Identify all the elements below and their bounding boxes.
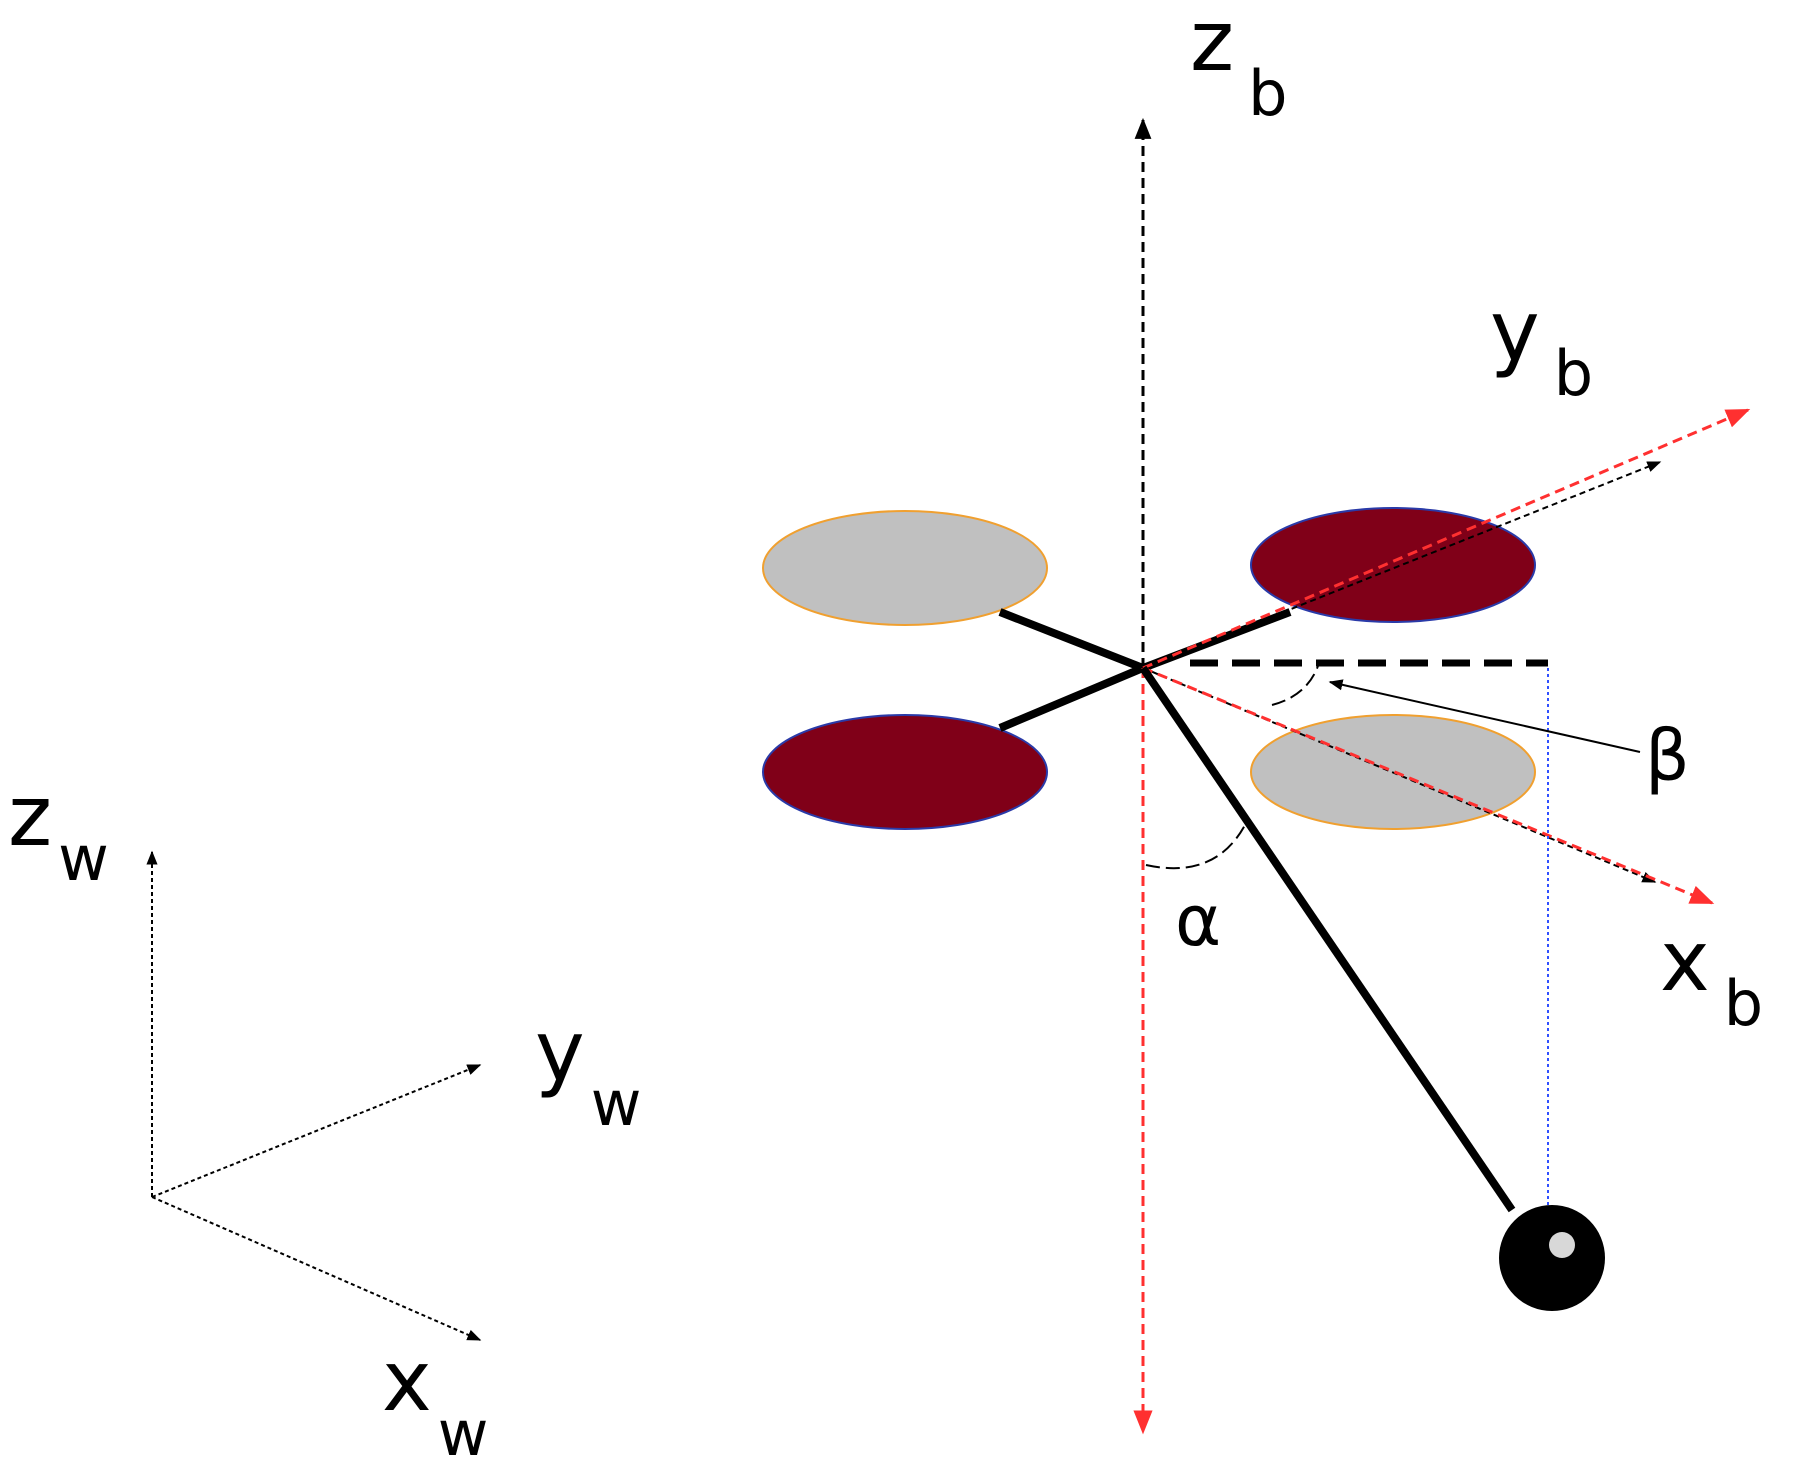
arm-rear-left bbox=[998, 608, 1145, 672]
payload-highlight bbox=[1549, 1232, 1575, 1258]
beta-label: β bbox=[1645, 715, 1690, 797]
world-z-label: zw bbox=[8, 767, 109, 895]
body-x-axis-red bbox=[1142, 666, 1715, 905]
arm-front-left bbox=[998, 664, 1145, 732]
alpha-arc bbox=[1145, 824, 1246, 870]
payload bbox=[1499, 1205, 1605, 1311]
body-y-axis-black bbox=[1142, 461, 1662, 669]
world-x-axis bbox=[151, 1196, 482, 1341]
body-x-axis-black bbox=[1142, 667, 1657, 883]
alpha-label: α bbox=[1175, 880, 1221, 962]
rotor-rear-left bbox=[762, 510, 1048, 626]
arm-front-right bbox=[1141, 608, 1292, 672]
cable bbox=[1139, 665, 1516, 1213]
world-x-label: xw bbox=[382, 1332, 488, 1468]
body-y-axis-red bbox=[1142, 408, 1751, 670]
body-z-label: zb bbox=[1190, 0, 1287, 130]
world-y-axis bbox=[151, 1064, 482, 1198]
world-y-label: yw bbox=[535, 1002, 641, 1140]
beta-pointer bbox=[1328, 679, 1641, 753]
beta-arc bbox=[1271, 659, 1321, 706]
world-frame bbox=[146, 850, 482, 1341]
rotor-front-right bbox=[1250, 507, 1536, 623]
rotor-front-left bbox=[762, 714, 1048, 830]
